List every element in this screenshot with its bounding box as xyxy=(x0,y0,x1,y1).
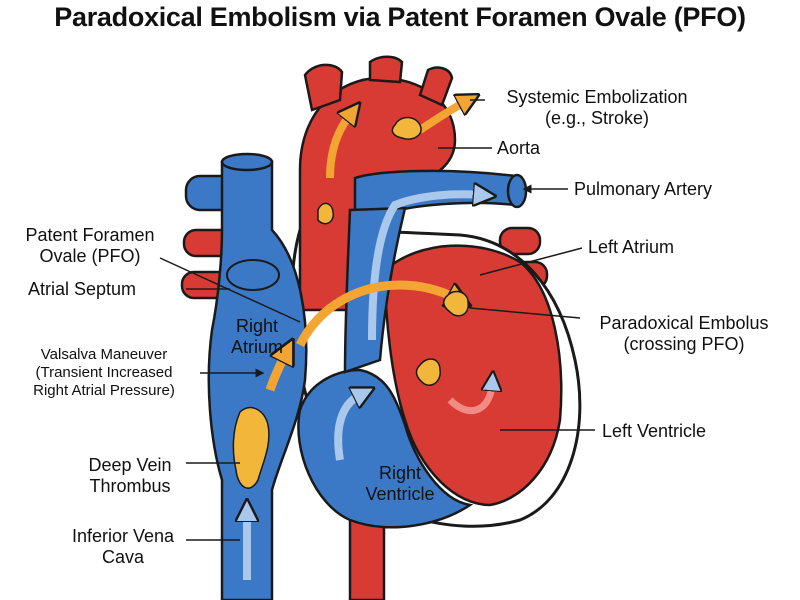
label-aorta: Aorta xyxy=(497,138,541,158)
label-right-ventricle: Right Ventricle xyxy=(350,463,450,505)
label-left-atrium: Left Atrium xyxy=(588,237,675,257)
label-valsalva-line2: (Transient Increased xyxy=(35,364,173,381)
label-dvt-line1: Deep Vein xyxy=(88,455,172,475)
label-dvt-line2: Thrombus xyxy=(89,476,171,496)
label-systemic-line2: (e.g., Stroke) xyxy=(544,108,650,128)
flow-arrow-lv xyxy=(447,385,492,415)
aortic-branch-2 xyxy=(368,55,404,84)
paradoxical-path-arrow xyxy=(295,280,455,348)
embolus-aorta xyxy=(391,116,422,140)
label-paradoxical-embolus: Paradoxical Embolus (crossing PFO) xyxy=(584,313,784,355)
label-systemic-embolization: Systemic Embolization (e.g., Stroke) xyxy=(487,87,707,129)
diagram-title: Paradoxical Embolism via Patent Foramen … xyxy=(54,2,746,32)
atrial-septum-oval xyxy=(226,259,280,291)
label-valsalva-line1: Valsalva Maneuver xyxy=(40,346,168,363)
svc-opening xyxy=(220,152,274,172)
label-deep-vein-thrombus: Deep Vein Thrombus xyxy=(70,455,190,497)
label-valsalva-line3: Right Atrial Pressure) xyxy=(33,382,175,399)
label-pfo: Patent Foramen Ovale (PFO) xyxy=(10,225,170,267)
label-pfo-line1: Patent Foramen xyxy=(25,225,155,245)
aortic-branch-1 xyxy=(303,63,344,112)
label-valsalva: Valsalva Maneuver (Transient Increased R… xyxy=(6,346,202,400)
pulmonary-vein-right-upper xyxy=(498,226,542,256)
leader-pfo xyxy=(159,257,301,323)
label-pfo-line2: Ovale (PFO) xyxy=(39,246,141,266)
label-rv-line1: Right xyxy=(378,463,422,483)
embolus-left-ventricle xyxy=(415,358,441,386)
label-paradoxical-line2: (crossing PFO) xyxy=(623,334,745,354)
pulmonary-artery-end xyxy=(506,173,528,209)
label-right-atrium-line2: Atrium xyxy=(230,337,283,357)
label-inferior-vena-cava: Inferior Vena Cava xyxy=(58,526,188,568)
aorta-flow-arrow xyxy=(326,115,350,179)
deep-vein-thrombus xyxy=(232,406,270,489)
label-pulmonary-artery: Pulmonary Artery xyxy=(574,179,713,199)
aortic-branch-3 xyxy=(418,66,454,107)
flow-arrow-rv xyxy=(334,395,360,461)
systemic-arrow xyxy=(417,102,465,134)
left-heart-chambers xyxy=(383,244,563,507)
label-rv-line2: Ventricle xyxy=(365,484,435,504)
label-left-ventricle: Left Ventricle xyxy=(602,421,707,441)
label-systemic-line1: Systemic Embolization xyxy=(506,87,688,107)
label-paradoxical-line1: Paradoxical Embolus xyxy=(599,313,769,333)
embolus-left-atrium xyxy=(443,290,469,317)
valsalva-arrow xyxy=(265,355,285,392)
leader-left-atrium xyxy=(479,247,583,276)
pulmonary-artery xyxy=(353,169,517,212)
label-right-atrium: Right Atrium xyxy=(222,316,292,358)
leader-paradoxical xyxy=(469,307,581,319)
vena-cava-right-atrium xyxy=(207,160,308,600)
label-atrial-septum: Atrial Septum xyxy=(28,279,137,299)
label-ivc-line1: Inferior Vena xyxy=(71,526,175,546)
label-ivc-line2: Cava xyxy=(101,547,145,567)
label-right-atrium-line1: Right xyxy=(235,316,279,336)
flow-arrow-rv-outflow xyxy=(368,194,480,341)
embolus-ascending xyxy=(317,202,334,225)
